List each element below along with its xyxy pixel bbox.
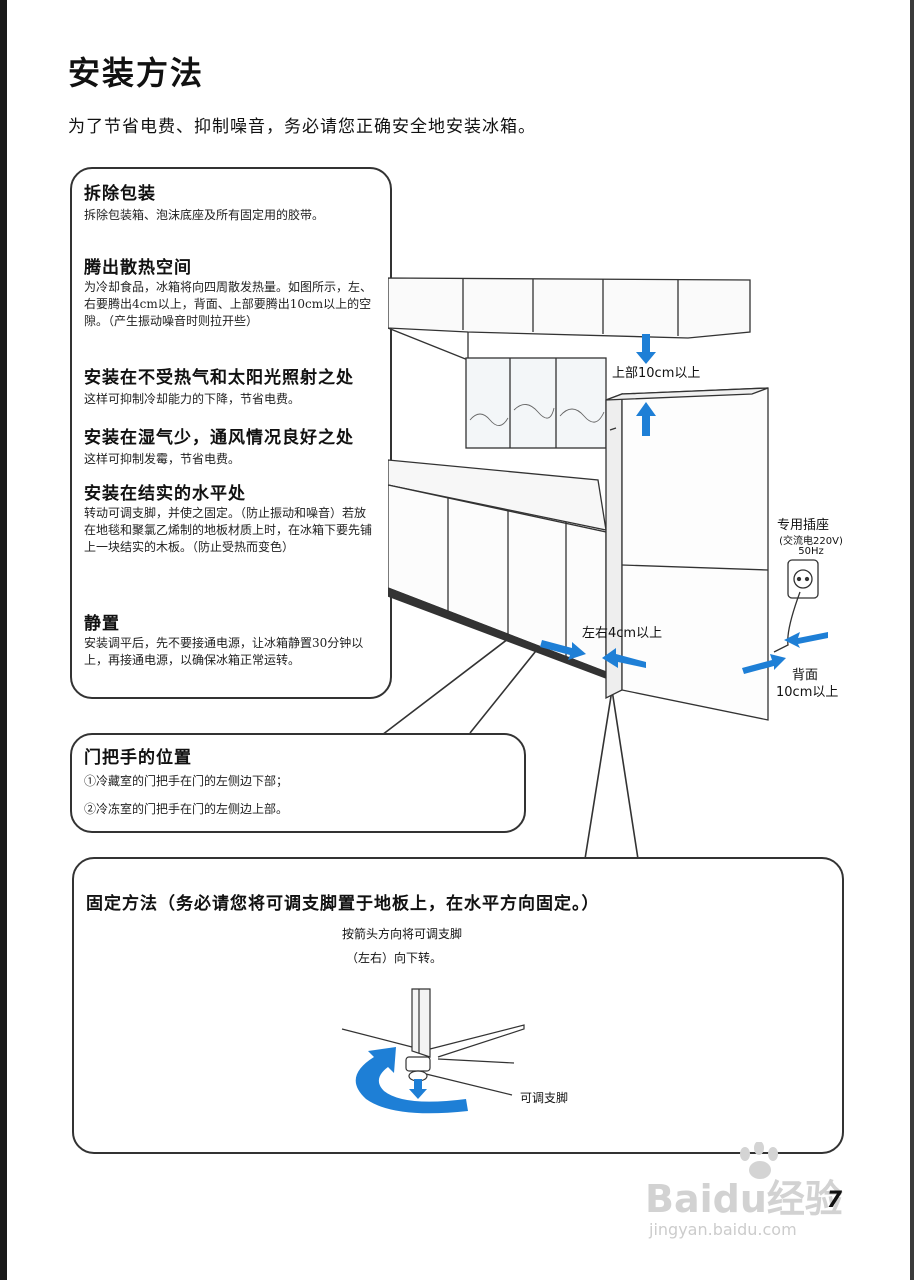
fixing-method-box: 固定方法（务必请您将可调支脚置于地板上，在水平方向固定。） 按箭头方向将可调支脚… xyxy=(72,857,844,1154)
section-title-unpack: 拆除包装 xyxy=(84,184,156,204)
section-title-no-sun: 安装在不受热气和太阳光照射之处 xyxy=(84,368,354,388)
adjustable-foot-illustration xyxy=(341,988,525,1114)
top-arrow-up-icon xyxy=(636,402,656,436)
outlet-spec-frequency: 50Hz xyxy=(798,546,824,557)
install-instructions-box: 拆除包装 拆除包装箱、泡沫底座及所有固定用的胶带。 腾出散热空间 为冷却食品，冰… xyxy=(70,167,392,699)
watermark-brand: Baidu经验 xyxy=(645,1177,843,1221)
outlet-spec-voltage: (交流电220V) xyxy=(779,536,843,547)
upper-cabinets xyxy=(388,277,751,339)
back-arrow-left-icon xyxy=(742,654,786,674)
section-body-level-place: 转动可调支脚，并使之固定。（防止振动和噪音）若放在地毯和聚氯乙烯制的地板材质上时… xyxy=(84,506,373,554)
page-subtitle: 为了节省电费、抑制噪音，务必请您正确安全地安装冰箱。 xyxy=(68,117,536,137)
page-number: 7 xyxy=(826,1188,842,1213)
section-body-heat-space: 为冷却食品，冰箱将向四周散发热量。如图所示，左、右要腾出4cm以上，背面、上部要… xyxy=(84,280,373,328)
page-title: 安装方法 xyxy=(68,54,205,92)
fixing-method-title: 固定方法（务必请您将可调支脚置于地板上，在水平方向固定。） xyxy=(86,894,600,914)
section-title-level-place: 安装在结实的水平处 xyxy=(84,484,246,504)
adjustable-foot-label: 可调支脚 xyxy=(520,1091,569,1105)
foot-down-arrow-icon xyxy=(409,1079,427,1099)
fixing-caption-1: 按箭头方向将可调支脚 xyxy=(342,927,463,941)
section-title-dry-place: 安装在湿气少，通风情况良好之处 xyxy=(84,428,354,448)
right-arrow-icon xyxy=(602,648,646,668)
left-arrow-icon xyxy=(540,640,586,660)
back-clearance-value: 10cm以上 xyxy=(776,685,839,700)
baidu-watermark: Baidu经验 jingyan.baidu.com xyxy=(645,1142,875,1252)
section-body-rest: 安装调平后，先不要接通电源，让冰箱静置30分钟以上，再接通电源，以确保冰箱正常运… xyxy=(84,636,364,667)
power-cord xyxy=(773,591,801,653)
section-body-unpack: 拆除包装箱、泡沫底座及所有固定用的胶带。 xyxy=(84,208,325,222)
clearance-arrows xyxy=(540,334,828,674)
section-title-heat-space: 腾出散热空间 xyxy=(84,258,192,278)
door-handle-title: 门把手的位置 xyxy=(84,748,192,768)
section-title-rest: 静置 xyxy=(84,614,120,634)
door-handle-line-1: ①冷藏室的门把手在门的左侧边下部； xyxy=(84,774,289,788)
back-arrow-right-icon xyxy=(784,632,828,648)
scan-right-edge xyxy=(910,0,914,1280)
paw-icon xyxy=(740,1142,778,1179)
watermark-url: jingyan.baidu.com xyxy=(649,1220,797,1239)
top-clearance-label: 上部10cm以上 xyxy=(612,366,701,381)
rotate-arrow-icon xyxy=(355,1047,468,1114)
kitchen-window xyxy=(465,357,607,449)
door-handle-line-2: ②冷冻室的门把手在门的左侧边上部。 xyxy=(84,802,289,816)
door-handle-box: 门把手的位置 ①冷藏室的门把手在门的左侧边下部； ②冷冻室的门把手在门的左侧边上… xyxy=(70,733,526,833)
section-body-dry-place: 这样可抑制发霉，节省电费。 xyxy=(84,452,241,466)
outlet-label: 专用插座 xyxy=(777,518,830,533)
fridge-placement-diagram xyxy=(388,277,828,721)
back-clearance-label: 背面 xyxy=(792,668,819,683)
section-body-no-sun: 这样可抑制冷却能力的下降，节省电费。 xyxy=(84,392,301,406)
scan-left-edge xyxy=(0,0,7,1280)
side-clearance-label: 左右4cm以上 xyxy=(582,626,663,641)
fixing-caption-2: （左右）向下转。 xyxy=(346,951,443,965)
top-arrow-down-icon xyxy=(636,334,656,364)
